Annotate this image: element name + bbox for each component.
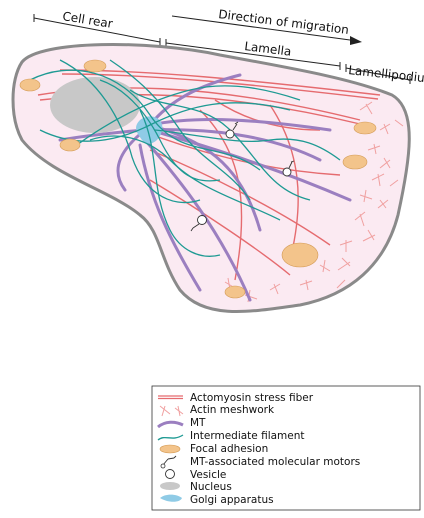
legend-label-golgi: Golgi apparatus [190, 494, 274, 506]
legend-label-intermediate-filament: Intermediate filament [190, 430, 305, 442]
legend-label-motors: MT-associated molecular motors [190, 456, 360, 468]
nucleus [50, 77, 140, 133]
legend-label-focal-adhesion: Focal adhesion [190, 443, 268, 455]
legend-label-stress-fiber: Actomyosin stress fiber [190, 392, 314, 404]
legend-label-nucleus: Nucleus [190, 481, 232, 493]
legend-label-mt: MT [190, 417, 206, 429]
legend: Actomyosin stress fiber Actin meshwork M… [152, 386, 420, 510]
legend-label-vesicle: Vesicle [190, 469, 226, 481]
label-cell-rear: Cell rear [62, 9, 114, 31]
label-lamella: Lamella [244, 39, 292, 59]
legend-label-actin-meshwork: Actin meshwork [190, 404, 275, 416]
label-direction-of-migration: Direction of migration [218, 7, 350, 37]
